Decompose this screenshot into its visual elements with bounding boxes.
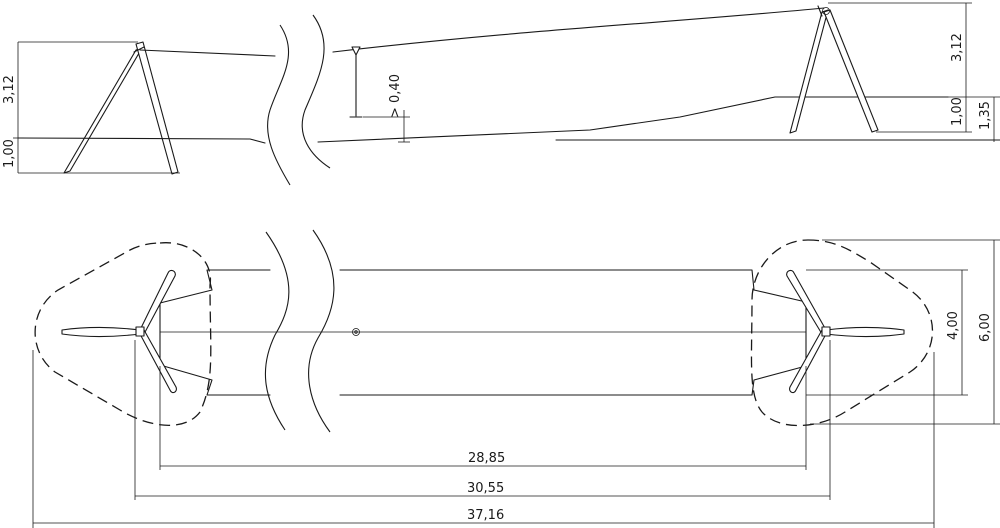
break-line-plan-2 bbox=[308, 229, 335, 433]
break-line-elevation-1 bbox=[267, 24, 291, 186]
plan-length-dimensions: 28,85 30,55 37,16 bbox=[32, 340, 935, 528]
break-line-plan-1 bbox=[264, 231, 290, 431]
plan-safety-area-left bbox=[159, 269, 271, 396]
plan-width-inner-label: 4,00 bbox=[946, 311, 961, 340]
plan-length-poles-label: 30,55 bbox=[467, 481, 504, 496]
left-height-label: 3,12 bbox=[2, 75, 17, 104]
right-anchor-plan bbox=[786, 269, 905, 394]
right-a-frame bbox=[789, 5, 879, 134]
plan-safety-area-right bbox=[339, 269, 807, 396]
plan-length-inner-label: 28,85 bbox=[468, 451, 505, 466]
plan-trolley-marker bbox=[352, 328, 360, 336]
rope-clearance-label: > 0,40 bbox=[388, 74, 403, 118]
right-height-label: 3,12 bbox=[950, 33, 965, 62]
plan-length-total-label: 37,16 bbox=[467, 508, 504, 523]
left-base-label: 1,00 bbox=[2, 139, 17, 168]
elevation-view: > 0,40 3,12 1,00 3,12 1,00 bbox=[2, 2, 1000, 186]
rope-left bbox=[139, 49, 276, 57]
rope-right bbox=[332, 7, 825, 53]
plan-width-dimensions: 4,00 6,00 bbox=[806, 239, 1000, 425]
left-terrain-line bbox=[17, 137, 266, 144]
clearance-dimension: > 0,40 bbox=[363, 74, 410, 143]
left-height-dimensions: 3,12 1,00 bbox=[2, 41, 180, 174]
right-base-label: 1,00 bbox=[950, 97, 965, 126]
plan-view: 4,00 6,00 28,85 30,55 37,16 bbox=[32, 229, 1000, 528]
right-height-dimensions: 3,12 1,00 1,35 bbox=[828, 2, 1000, 142]
right-impact-zone bbox=[750, 239, 933, 427]
break-line-elevation-2 bbox=[301, 14, 331, 169]
plan-width-outer-label: 6,00 bbox=[978, 313, 993, 342]
left-impact-zone bbox=[34, 242, 212, 426]
left-anchor-plan bbox=[61, 269, 177, 394]
right-ground-label: 1,35 bbox=[978, 101, 993, 130]
left-a-frame bbox=[63, 41, 179, 175]
trolley-seat bbox=[349, 46, 363, 118]
right-terrain-line bbox=[317, 96, 949, 143]
